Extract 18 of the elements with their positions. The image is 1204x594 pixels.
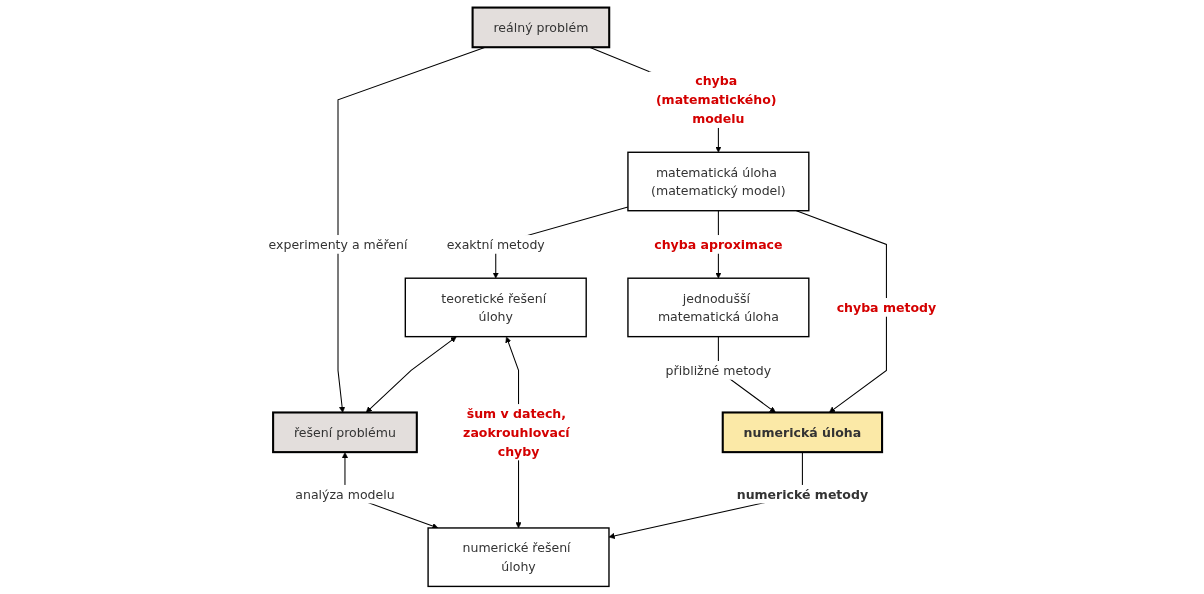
node-box: řešení problému xyxy=(271,411,418,454)
edge-label: numerické metody xyxy=(736,486,868,502)
arrow xyxy=(795,210,887,413)
node-box: teoretické řešení úlohy xyxy=(404,277,587,338)
edge-label: přibližné metody xyxy=(665,363,771,378)
edge-label: analýza modelu xyxy=(294,486,395,502)
edge-label: chyba metody xyxy=(836,300,936,315)
edge-label: chyba aproximace xyxy=(653,237,783,252)
node-box: matematická úloha (matematický model) xyxy=(626,151,810,212)
node-box: numerické řešení úlohy xyxy=(427,527,610,588)
edge-label: šum v datech, zaokrouhlovací chyby xyxy=(462,406,570,459)
edge-label: exaktní metody xyxy=(446,237,545,252)
arrow xyxy=(365,336,457,413)
edge-label: chyba (matematického) modelu xyxy=(655,73,777,126)
node-box: jednodušší matematická úloha xyxy=(626,277,810,338)
node-box: reálný problém xyxy=(471,6,610,49)
node-box: numerická úloha xyxy=(721,411,883,454)
edge-label: experimenty a měření xyxy=(268,237,408,252)
